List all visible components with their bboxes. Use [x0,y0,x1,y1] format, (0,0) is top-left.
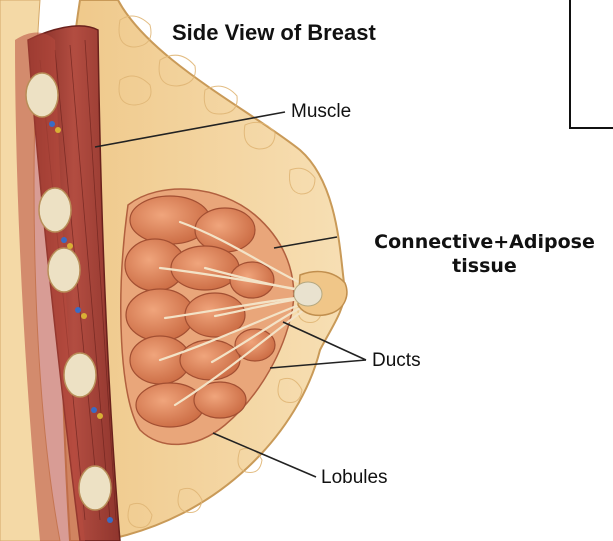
label-connective-line2: tissue [356,254,613,278]
nipple-sinus [294,282,322,306]
corner-frame [569,0,613,129]
label-connective-line1: Connective+Adipose [356,230,613,254]
diagram-title: Side View of Breast [172,20,376,46]
label-connective-adipose: Connective+Adipose tissue [356,230,613,278]
label-lobules: Lobules [321,467,388,489]
label-muscle: Muscle [291,101,351,123]
label-ducts: Ducts [372,350,421,372]
